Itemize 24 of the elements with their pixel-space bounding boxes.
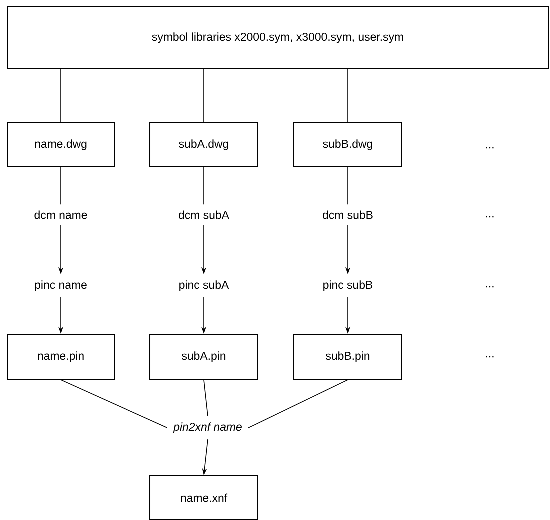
command-text: dcm name: [34, 210, 88, 220]
command-text: dcm subB: [323, 210, 373, 220]
file-box: subA.dwg: [150, 122, 258, 168]
library-box: symbol libraries x2000.sym, x3000.sym, user.sym: [7, 6, 549, 70]
ellipsis: ...: [486, 356, 494, 358]
file-box: subB.pin: [294, 334, 402, 380]
command-text: pinc subB: [324, 280, 373, 292]
connector-line: [60, 69, 62, 123]
connector-line: [248, 380, 348, 428]
command-text: pinc subA: [180, 280, 230, 292]
file-box: name.dwg: [7, 122, 115, 168]
ellipsis: ...: [486, 147, 494, 149]
command-text: pin2xnf name: [173, 422, 242, 434]
connector-line: [60, 167, 62, 205]
file-box: name.xnf: [150, 476, 258, 520]
command-text: dcm subA: [179, 210, 230, 220]
ellipsis: ...: [486, 216, 494, 218]
file-box: subA.pin: [150, 334, 258, 380]
connector-line: [204, 380, 208, 417]
connector-line: [60, 380, 168, 428]
command-text: pinc name: [35, 280, 87, 292]
ellipsis: ...: [486, 286, 494, 288]
file-box: subB.dwg: [294, 122, 402, 168]
file-box: name.pin: [7, 334, 115, 380]
